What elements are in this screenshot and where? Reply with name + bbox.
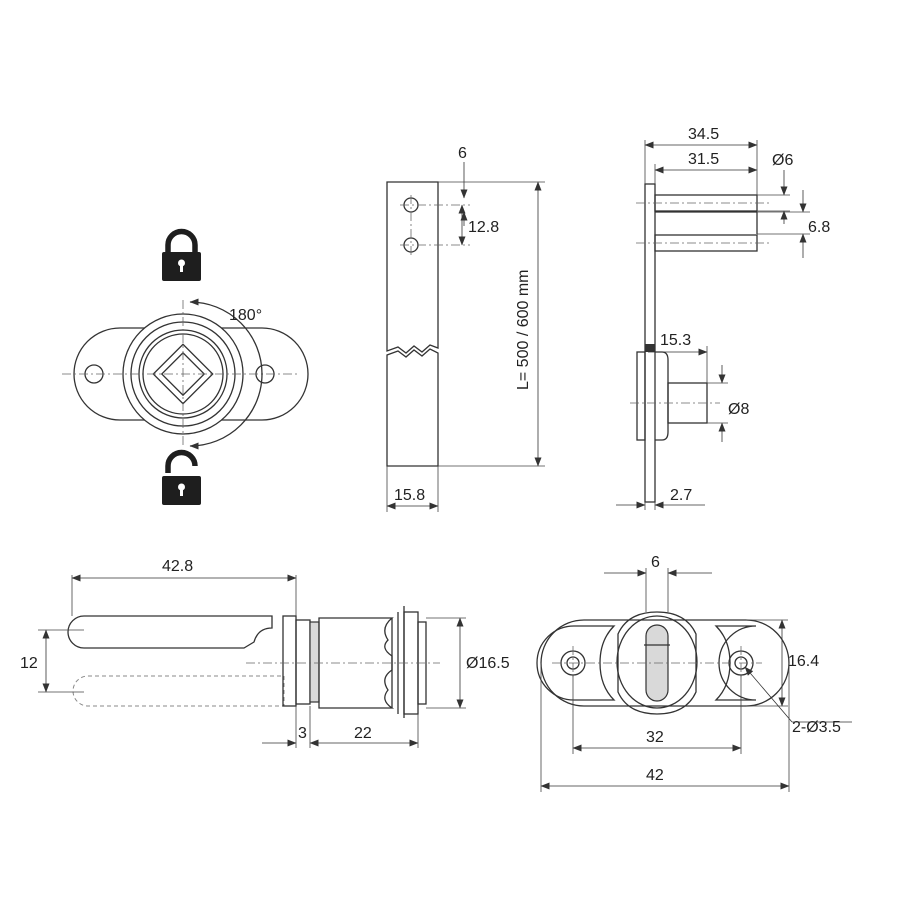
pin-pitch-label: 6.8 [808, 219, 830, 236]
body-length-label: 22 [354, 725, 372, 742]
body-dia-label: Ø16.5 [466, 655, 510, 672]
slot-label: 6 [651, 554, 660, 571]
cam-height-label: 12 [20, 655, 38, 672]
offset-label: 15.3 [660, 332, 691, 349]
padlock-locked-icon [162, 228, 201, 281]
lock-front-view: 180° [62, 228, 309, 505]
plate-height-label: 16.4 [788, 653, 819, 670]
boss-dia-label: Ø8 [728, 401, 749, 418]
flange-label: 3 [298, 725, 307, 742]
thickness-label: 2.7 [670, 487, 692, 504]
strip-view: 6 12.8 L= 500 / 600 mm 15.8 [386, 145, 545, 512]
strip-width-label: 15.8 [394, 487, 425, 504]
strip-length-label: L= 500 / 600 mm [515, 269, 532, 390]
cam-view: 42.8 12 Ø16.5 3 22 [20, 558, 510, 748]
cam-length-label: 42.8 [162, 558, 193, 575]
hole-dia-label: 6 [458, 145, 467, 162]
hole-spec-label: 2-Ø3.5 [792, 719, 841, 736]
plate-view: 6 16.4 2-Ø3.5 32 42 [536, 554, 852, 792]
padlock-unlocked-icon [162, 449, 201, 505]
hole-spacing-label: 32 [646, 729, 664, 746]
pin-dia-label: Ø6 [772, 152, 793, 169]
side-view: 34.5 31.5 Ø6 6.8 15.3 Ø8 2.7 [616, 126, 830, 510]
hole-pitch-label: 12.8 [468, 219, 499, 236]
overall-width-label: 34.5 [688, 126, 719, 143]
rotation-label: 180° [229, 307, 262, 324]
plate-width-label: 42 [646, 767, 664, 784]
inner-width-label: 31.5 [688, 151, 719, 168]
